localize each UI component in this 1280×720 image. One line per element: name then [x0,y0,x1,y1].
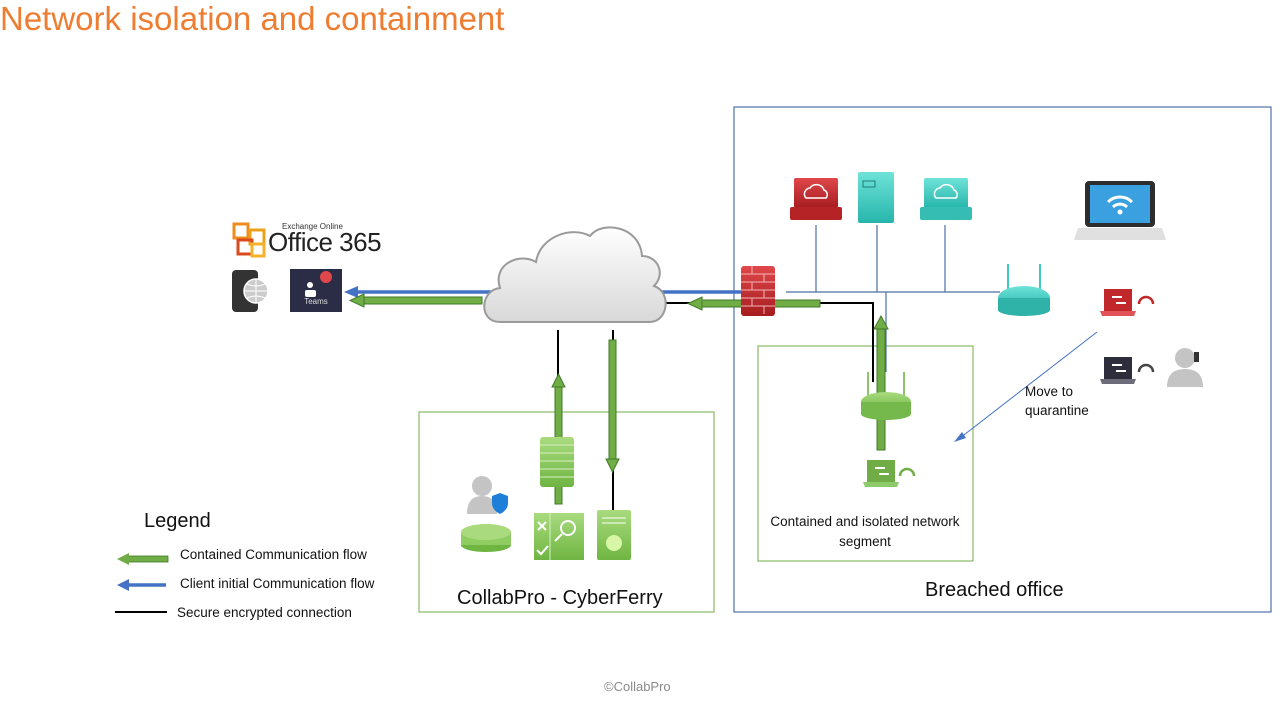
legend-item-contained: Contained Communication flow [180,547,367,562]
support-agent-icon [1167,348,1203,387]
teams-label: Teams [304,297,328,306]
firewall-icon [540,437,574,487]
office-lan-lines [786,225,1000,372]
contained-segment-box [757,345,974,562]
firewall-icon [741,266,775,316]
collabpro-box [418,411,715,613]
mobile-web-icon [232,270,269,312]
legend-item-secure: Secure encrypted connection [177,605,352,620]
workstation-icon [920,178,972,220]
legend-blue-arrow [117,579,166,591]
copyright: ©CollabPro [604,679,671,694]
laptop-headset-icon [1100,357,1155,384]
switch-icon [597,510,631,560]
infected-workstation-icon [790,178,842,220]
office365-label: Office 365 [268,227,382,257]
contained-flow-arrows [348,293,889,505]
collabpro-label: CollabPro - CyberFerry [457,587,663,609]
cloud-icon [483,226,667,323]
isolated-laptop-headset-icon [863,460,916,487]
breached-office-label: Breached office [925,579,1064,601]
breached-office-box [733,106,1272,613]
legend-item-client: Client initial Communication flow [180,576,375,591]
quarantine-arrow [954,331,1098,442]
user-shield-icon [467,476,508,514]
server-icon [858,172,894,223]
secure-connections [557,302,874,512]
database-icon [461,524,511,552]
wifi-laptop-icon [1074,181,1166,240]
security-inspection-icon [534,513,584,560]
exchange-online-label: Exchange Online [282,222,343,231]
wireless-router-icon [998,264,1050,316]
isolated-router-icon [861,372,911,420]
legend-green-arrow [117,553,169,565]
teams-icon [290,269,342,312]
legend-title: Legend [144,510,211,532]
move-to-quarantine-label: Move to quarantine [1025,384,1089,418]
office365-logo-icon [232,222,266,258]
infected-laptop-headset-icon [1100,289,1155,316]
page-title: Network isolation and containment [0,0,505,37]
contained-segment-label: Contained and isolated network segment [770,514,960,549]
